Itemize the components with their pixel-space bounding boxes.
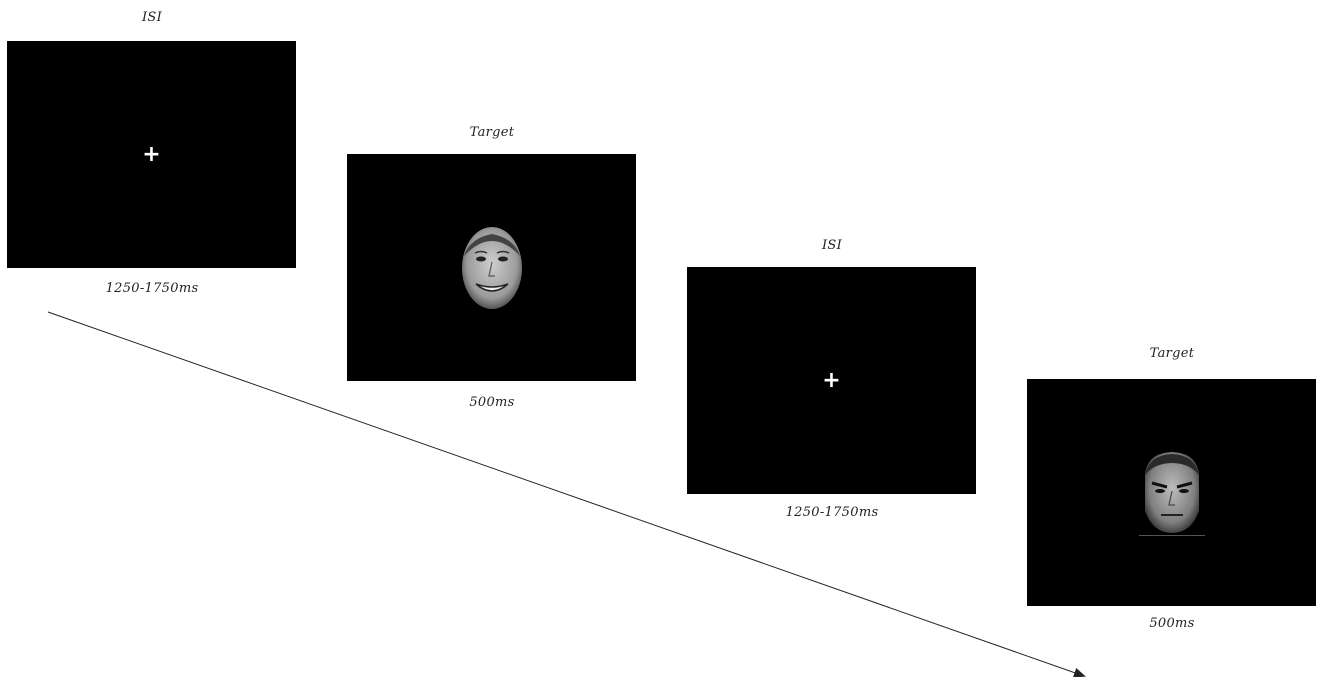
frame-2-title: Target: [469, 125, 515, 140]
frame-4-title: Target: [1149, 346, 1195, 361]
frame-1-screen: +: [7, 41, 296, 268]
frame-1-title: ISI: [141, 10, 163, 25]
frame-4-screen: [1027, 379, 1316, 606]
fixation-cross: +: [142, 141, 161, 167]
frame-1-duration: 1250-1750ms: [105, 281, 199, 296]
frame-3-screen: +: [687, 267, 976, 494]
fixation-cross: +: [822, 367, 841, 393]
angry-face-image: [1138, 451, 1205, 536]
happy-face-image: [461, 226, 522, 309]
frame-4-duration: 500ms: [1149, 616, 1195, 631]
frame-2-duration: 500ms: [469, 395, 515, 410]
frame-3-title: ISI: [821, 238, 843, 253]
frame-3-duration: 1250-1750ms: [785, 505, 879, 520]
frame-2-screen: [347, 154, 636, 381]
